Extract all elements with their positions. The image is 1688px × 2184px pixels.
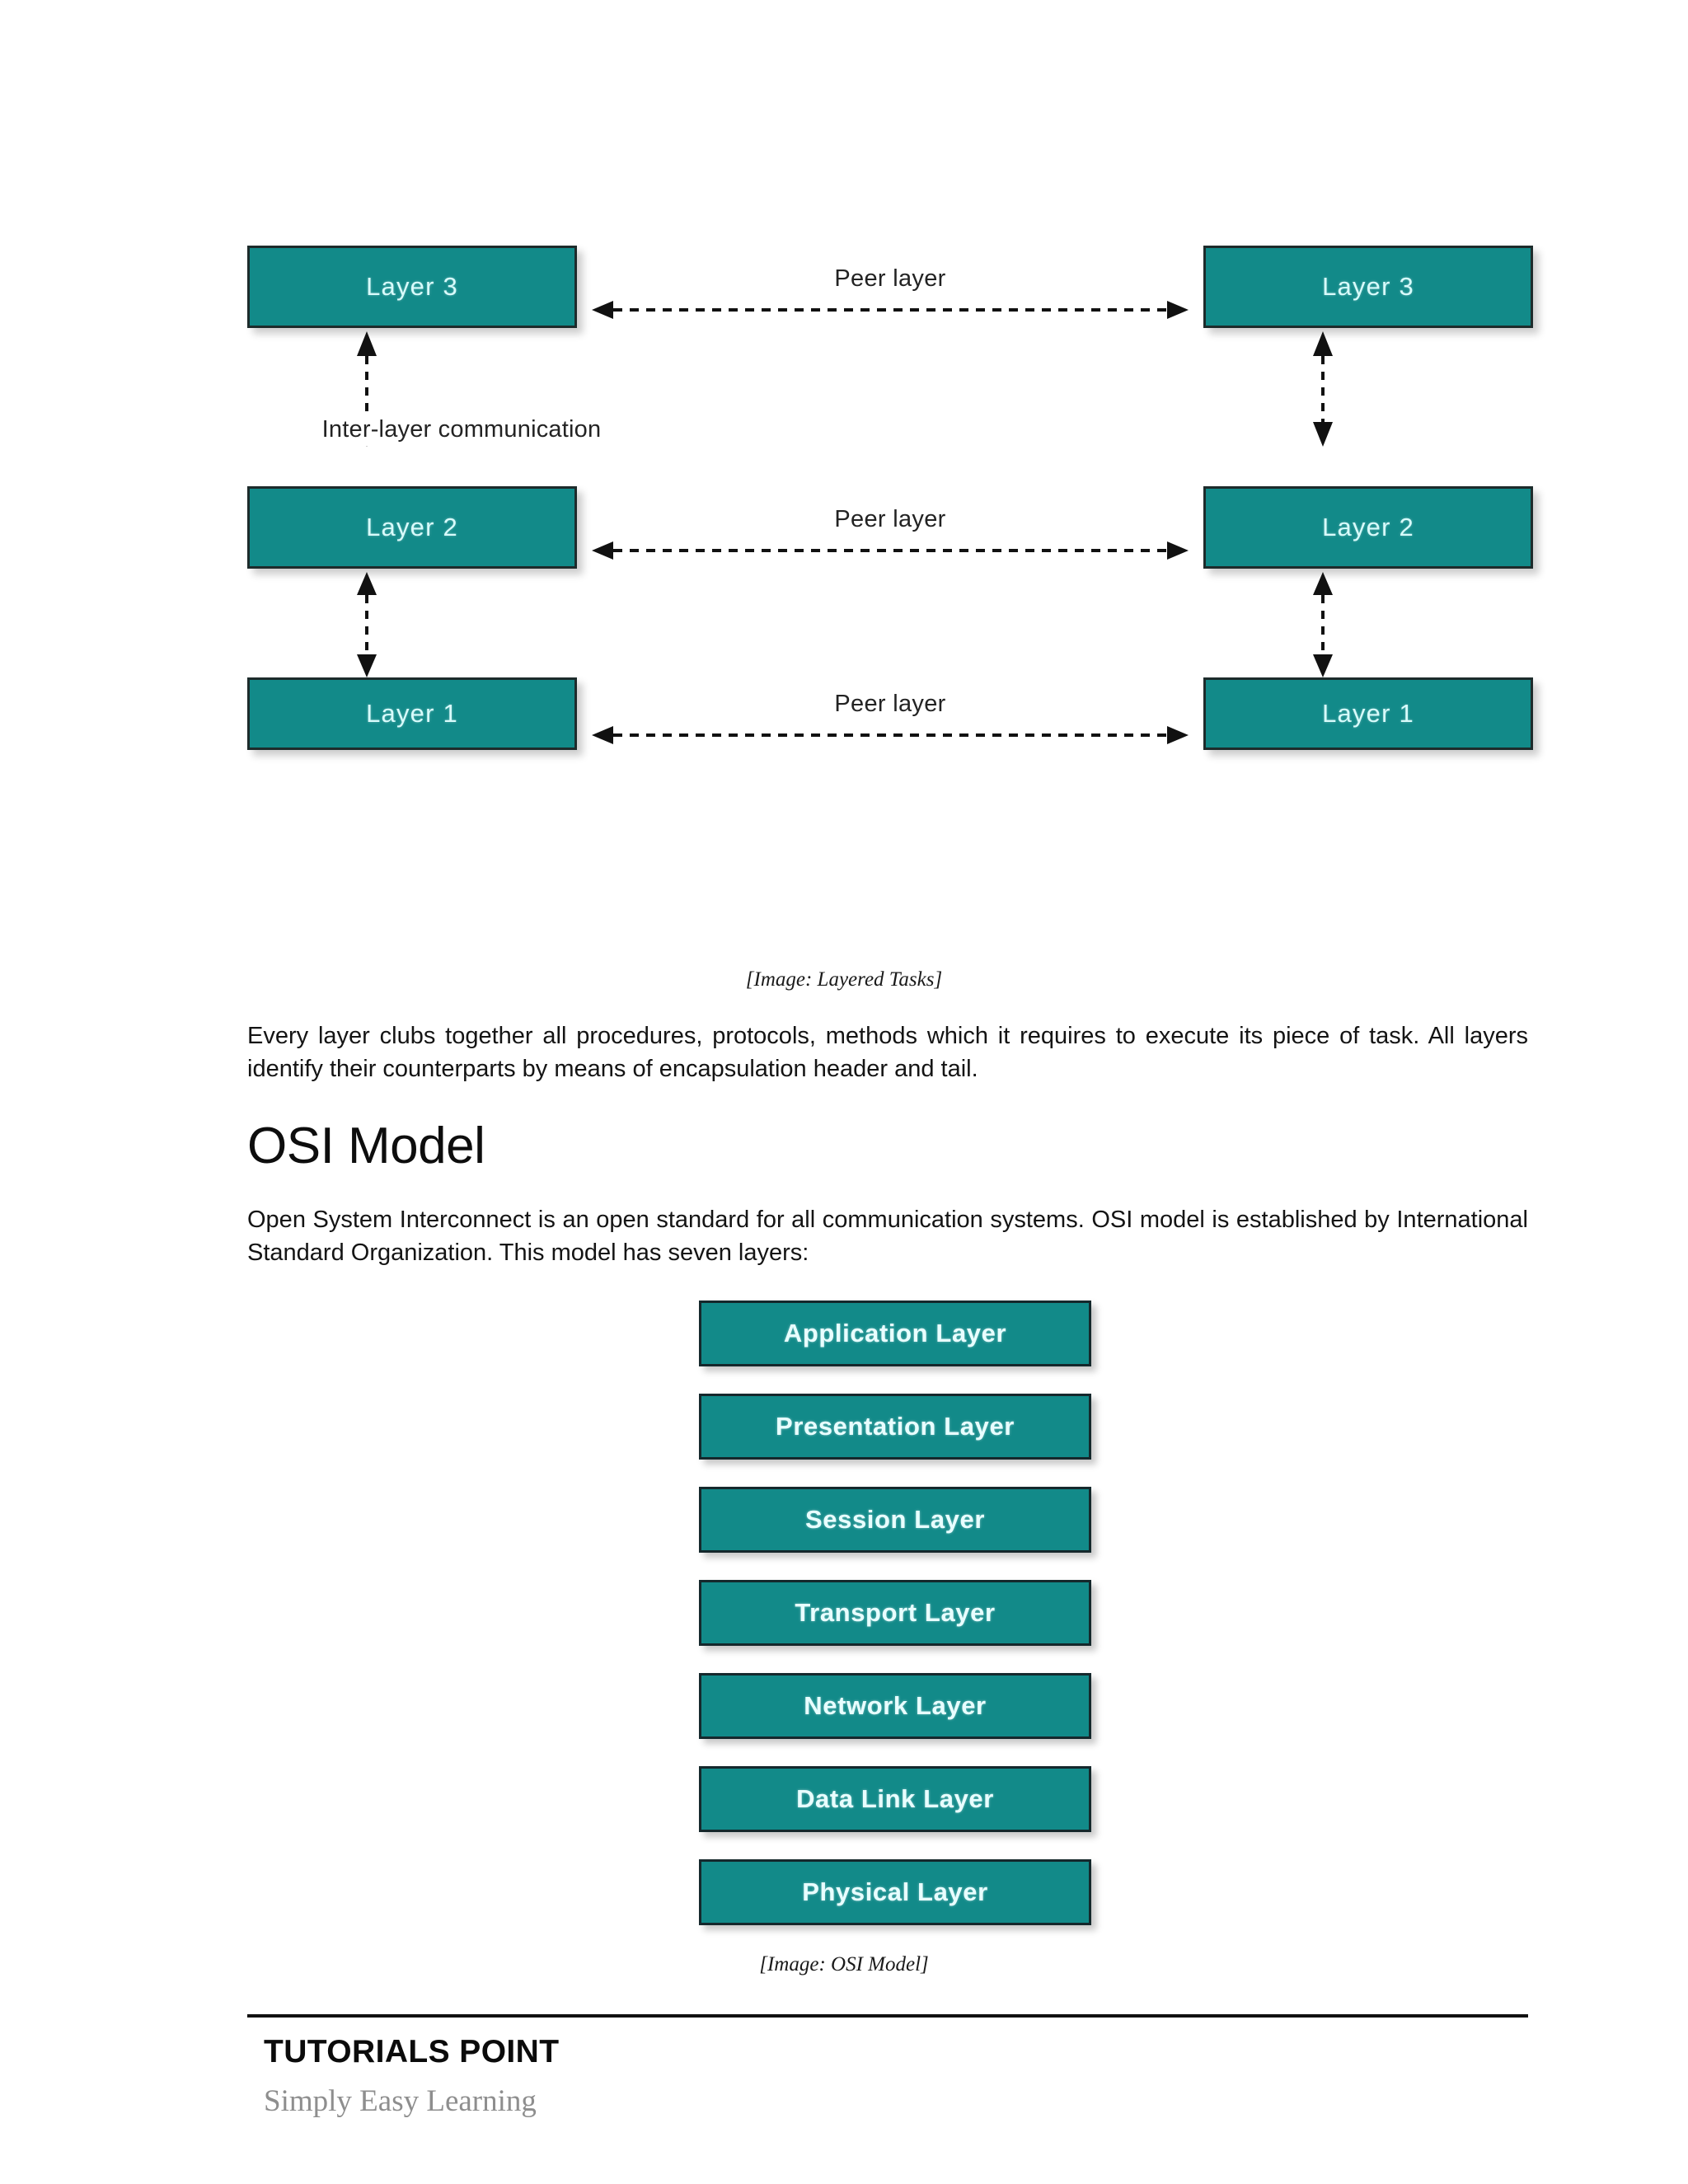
osi-layer-label: Session Layer [804, 1505, 986, 1534]
layer-box-label: Layer 2 [366, 513, 458, 541]
osi-layer-label: Network Layer [804, 1691, 987, 1720]
layer-box-label: Layer 1 [366, 699, 458, 728]
peer-layer-label: Peer layer [834, 506, 946, 532]
inter-layer-arrow-right-upper-icon [1313, 331, 1333, 447]
layer-box-label: Layer 3 [366, 272, 458, 301]
layer-box-label: Layer 3 [1322, 272, 1414, 301]
osi-layer-label: Physical Layer [802, 1877, 988, 1906]
layer-box-left-layer2: Layer 2 [247, 486, 577, 569]
layer-box-right-layer1: Layer 1 [1203, 677, 1533, 750]
layer-box-right-layer3: Layer 3 [1203, 246, 1533, 328]
osi-layer-application: Application Layer [699, 1301, 1091, 1366]
peer-layer-label: Peer layer [834, 265, 946, 292]
section-heading-osi-model: OSI Model [247, 1118, 485, 1174]
footer-brand-subtitle: Simply Easy Learning [264, 2084, 537, 2118]
layer-box-label: Layer 1 [1322, 699, 1414, 728]
figure-caption-osi-model: [Image: OSI Model] [759, 1953, 929, 1975]
inter-layer-communication-label: Inter-layer communication [247, 414, 676, 446]
osi-layer-network: Network Layer [699, 1673, 1091, 1739]
layer-box-left-layer3: Layer 3 [247, 246, 577, 328]
peer-arrow-bidirectional-icon [592, 541, 1189, 560]
inter-layer-arrow-left-lower-icon [357, 572, 377, 677]
peer-arrow-bidirectional-icon [592, 301, 1189, 319]
paragraph-osi-intro: Open System Interconnect is an open stan… [247, 1207, 1528, 1266]
layer-box-left-layer1: Layer 1 [247, 677, 577, 750]
footer-brand-title: TUTORIALS POINT [264, 2034, 560, 2069]
osi-layer-label: Data Link Layer [796, 1784, 994, 1813]
osi-model-stack: Application Layer Presentation Layer Ses… [699, 1301, 1091, 1952]
osi-layer-transport: Transport Layer [699, 1580, 1091, 1646]
paragraph-layer-encapsulation: Every layer clubs together all procedure… [247, 1023, 1528, 1082]
figure-caption-layered-tasks: [Image: Layered Tasks] [745, 968, 943, 991]
osi-layer-label: Transport Layer [795, 1598, 996, 1627]
osi-layer-data-link: Data Link Layer [699, 1766, 1091, 1832]
osi-layer-presentation: Presentation Layer [699, 1394, 1091, 1460]
footer-divider [247, 2014, 1528, 2018]
layered-tasks-diagram: Layer 3 Layer 3 Peer layer Layer 2 Layer… [247, 190, 1533, 972]
osi-layer-label: Presentation Layer [776, 1412, 1015, 1441]
osi-layer-physical: Physical Layer [699, 1859, 1091, 1925]
peer-layer-label: Peer layer [834, 691, 946, 717]
layer-box-right-layer2: Layer 2 [1203, 486, 1533, 569]
layer-box-label: Layer 2 [1322, 513, 1414, 541]
osi-layer-label: Application Layer [783, 1319, 1007, 1347]
peer-arrow-bidirectional-icon [592, 726, 1189, 744]
inter-layer-arrow-right-lower-icon [1313, 572, 1333, 677]
osi-layer-session: Session Layer [699, 1487, 1091, 1553]
